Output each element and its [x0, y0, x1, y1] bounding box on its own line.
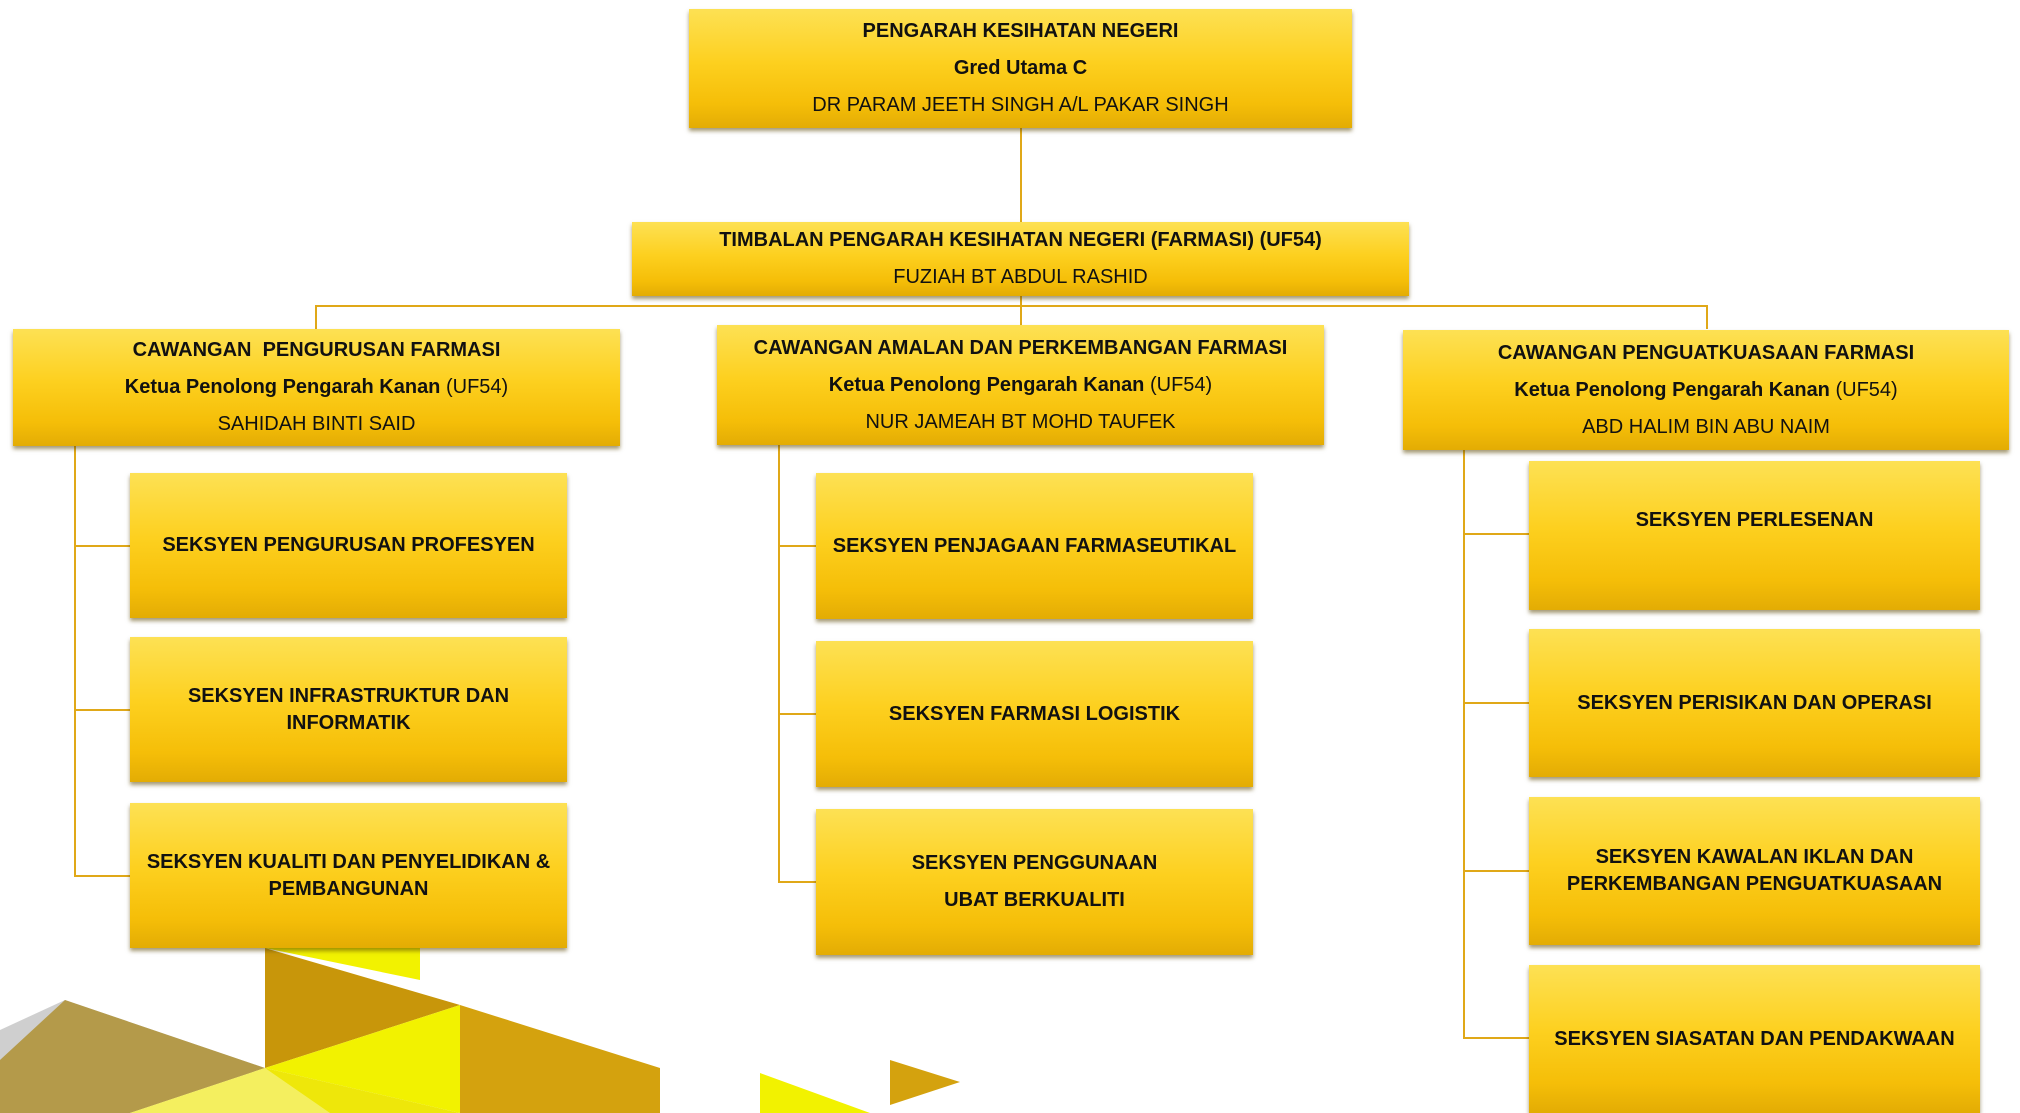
connector-branch-3-spine — [1463, 450, 1465, 1039]
connector-b2-s3 — [778, 881, 816, 883]
branch-box-penguatkuasaan: CAWANGAN PENGUATKUASAAN FARMASI Ketua Pe… — [1403, 330, 2009, 450]
branch-title: CAWANGAN PENGUATKUASAAN FARMASI — [1497, 341, 1915, 364]
section-penjagaan-farmaseutikal: SEKSYEN PENJAGAAN FARMASEUTIKAL — [816, 473, 1253, 619]
connector-b3-s4 — [1463, 1037, 1529, 1039]
section-penggunaan-ubat: SEKSYEN PENGGUNAAN UBAT BERKUALITI — [816, 809, 1253, 955]
section-pengurusan-profesyen: SEKSYEN PENGURUSAN PROFESYEN — [130, 473, 567, 618]
connector-b1-s3 — [74, 875, 130, 877]
section-siasatan-pendakwaan: SEKSYEN SIASATAN DAN PENDAKWAAN — [1529, 965, 1980, 1113]
branch-head-name: NUR JAMEAH BT MOHD TAUFEK — [865, 410, 1176, 433]
branch-head-name: SAHIDAH BINTI SAID — [217, 413, 416, 435]
director-box: PENGARAH KESIHATAN NEGERI Gred Utama C D… — [689, 9, 1352, 128]
branch-grade: (UF54) — [1149, 373, 1213, 396]
deputy-name: FUZIAH BT ABDUL RASHID — [893, 266, 1148, 288]
section-farmasi-logistik: SEKSYEN FARMASI LOGISTIK — [816, 641, 1253, 787]
connector-b2-s2 — [778, 713, 816, 715]
connector-b2-s1 — [778, 545, 816, 547]
connector-branch-bar — [315, 305, 1708, 307]
deputy-director-box: TIMBALAN PENGARAH KESIHATAN NEGERI (FARM… — [632, 222, 1409, 296]
connector-branch-1-drop — [315, 305, 317, 329]
section-kualiti-penyelidikan: SEKSYEN KUALITI DAN PENYELIDIKAN & PEMBA… — [130, 803, 567, 948]
connector-b3-s2 — [1463, 702, 1529, 704]
section-infrastruktur-informatik: SEKSYEN INFRASTRUKTUR DAN INFORMATIK — [130, 637, 567, 782]
branch-role: Ketua Penolong Pengarah Kanan — [1514, 378, 1830, 401]
connector-b1-s2 — [74, 709, 130, 711]
branch-role: Ketua Penolong Pengarah Kanan — [828, 373, 1145, 396]
branch-grade: (UF54) — [445, 376, 509, 398]
connector-branch-3-drop — [1706, 305, 1708, 329]
connector-top-to-deputy — [1020, 128, 1022, 222]
branch-role-line: Ketua Penolong Pengarah Kanan (UF54) — [1514, 372, 1897, 409]
connector-b3-s3 — [1463, 870, 1529, 872]
connector-b1-s1 — [74, 545, 130, 547]
director-name: DR PARAM JEETH SINGH A/L PAKAR SINGH — [812, 94, 1229, 116]
branch-role: Ketua Penolong Pengarah Kanan — [124, 376, 441, 398]
connector-branch-1-spine — [74, 445, 76, 877]
connector-branch-2-spine — [778, 445, 780, 883]
branch-role-line: Ketua Penolong Pengarah Kanan (UF54) — [125, 369, 508, 406]
branch-role-line: Ketua Penolong Pengarah Kanan (UF54) — [829, 367, 1212, 404]
deputy-title: TIMBALAN PENGARAH KESIHATAN NEGERI (FARM… — [719, 229, 1322, 251]
branch-grade: (UF54) — [1835, 378, 1898, 401]
branch-head-name: ABD HALIM BIN ABU NAIM — [1582, 415, 1830, 438]
branch-title: CAWANGAN PENGURUSAN FARMASI — [132, 339, 501, 361]
branch-title: CAWANGAN AMALAN DAN PERKEMBANGAN FARMASI — [753, 336, 1288, 359]
section-perlesenan: SEKSYEN PERLESENAN — [1529, 461, 1980, 610]
section-perisikan-operasi: SEKSYEN PERISIKAN DAN OPERASI — [1529, 629, 1980, 777]
section-kawalan-iklan: SEKSYEN KAWALAN IKLAN DAN PERKEMBANGAN P… — [1529, 797, 1980, 945]
connector-b3-s1 — [1463, 533, 1529, 535]
connector-deputy-down — [1020, 296, 1022, 326]
director-title: PENGARAH KESIHATAN NEGERI — [862, 20, 1179, 42]
branch-box-pengurusan: CAWANGAN PENGURUSAN FARMASI Ketua Penolo… — [13, 329, 620, 446]
branch-box-amalan: CAWANGAN AMALAN DAN PERKEMBANGAN FARMASI… — [717, 325, 1324, 445]
director-grade: Gred Utama C — [953, 57, 1088, 79]
